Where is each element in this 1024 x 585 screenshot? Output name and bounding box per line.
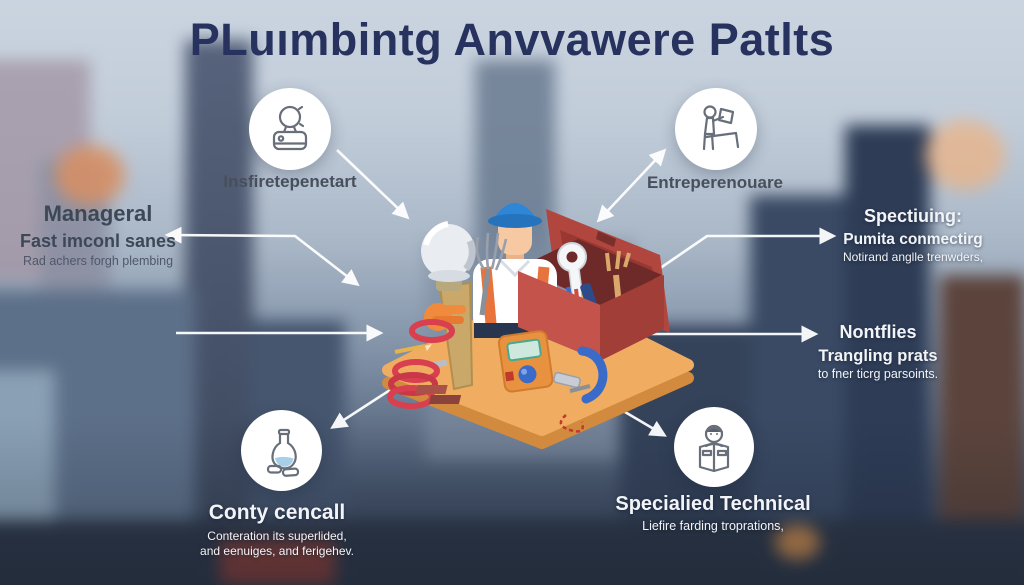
sunset-glow [55,145,125,205]
page-title: PLuımbintg Anvvawere Patlts [189,14,835,65]
left-text-block: Manageral Fast imconl sanes Rad achers f… [8,200,188,270]
node-sublabel: Liefire farding troprations, [642,519,784,533]
node-label-bottom-right: Specialied Technical [615,493,811,515]
left-text-line: Fast imconl sanes [19,230,177,251]
person-desk-icon [702,105,740,151]
flask-icon [266,428,299,477]
node-label-block-bottom-right: Specialied Technical Liefire farding tro… [603,492,823,535]
person-machine-icon [272,105,308,151]
sunset-glow [925,120,1005,190]
building-silhouette [845,125,930,585]
right-upper-line: Pumita conmectirg [843,230,983,248]
right-middle-line: to fner ticrg parsoints. [817,367,939,382]
right-upper-text-block: Spectiuing: Pumita conmectirg Notirand a… [818,205,1008,265]
node-circle-bottom-left [241,410,322,491]
node-circle-top-right [675,88,757,170]
node-circle-top-left [249,88,331,170]
left-text-heading: Manageral [43,201,153,226]
left-text-line: Rad achers forgh plembing [22,254,174,268]
red-roof [220,540,335,585]
rooftop-silhouette [0,520,1024,585]
building-silhouette [185,40,253,585]
right-middle-text-block: Nontflies Trangling prats to fner ticrg … [793,321,963,383]
node-label-block-bottom-left: Conty cencall Conteration its superlided… [167,500,387,559]
window-light [775,525,820,560]
right-middle-line: Trangling prats [818,346,938,365]
node-sublabel: Conteration its superlided, [207,529,347,544]
node-circle-bottom-right [674,407,754,487]
node-label-top-left: Insfiretepenetart [223,172,357,191]
person-in-box-icon [698,424,730,473]
right-upper-heading: Spectiuing: [864,206,962,226]
right-middle-heading: Nontflies [839,322,917,342]
node-sublabel: and eenuiges, and ferigehev. [200,544,354,559]
node-label-bottom-left: Conty cencall [208,501,346,524]
right-upper-line: Notirand anglle trenwders, [842,249,984,264]
node-label-top-right: Entreperenouare [646,173,784,192]
